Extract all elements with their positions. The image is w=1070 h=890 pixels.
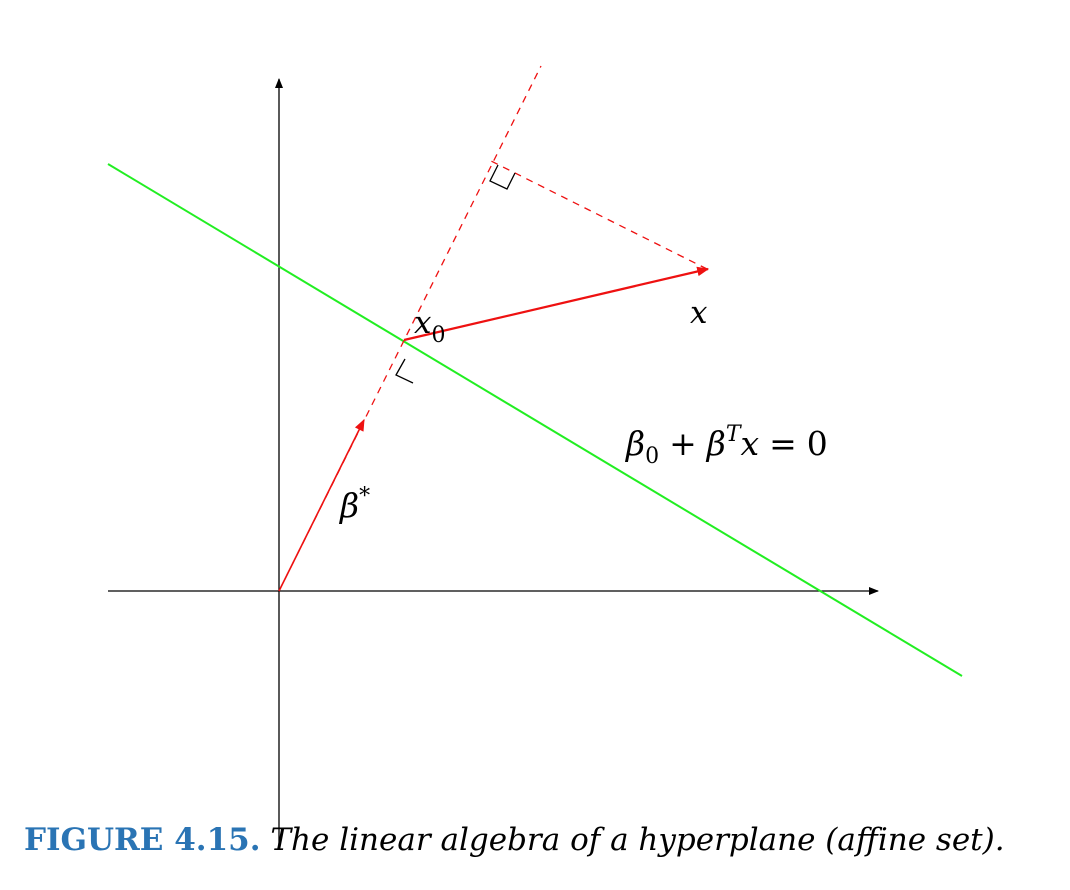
caption-label: FIGURE 4.15. xyxy=(24,822,261,858)
right-angle-mark-projection xyxy=(489,164,516,190)
hyperplane-line xyxy=(107,163,963,677)
projection-dashed-line xyxy=(490,160,708,270)
label-x0: x0 xyxy=(414,305,445,348)
right-angle-mark-hyperplane xyxy=(395,358,414,384)
figure-caption: FIGURE 4.15. The linear algebra of a hyp… xyxy=(24,820,1064,860)
label-x: x xyxy=(690,295,708,331)
caption-text: The linear algebra of a hyperplane (affi… xyxy=(270,822,1005,858)
hyperplane-equation: β0+βTx=0 xyxy=(624,422,828,469)
x0-to-x-vector xyxy=(403,266,710,342)
label-beta-star: β* xyxy=(338,484,370,525)
beta-star-vector xyxy=(278,418,365,592)
